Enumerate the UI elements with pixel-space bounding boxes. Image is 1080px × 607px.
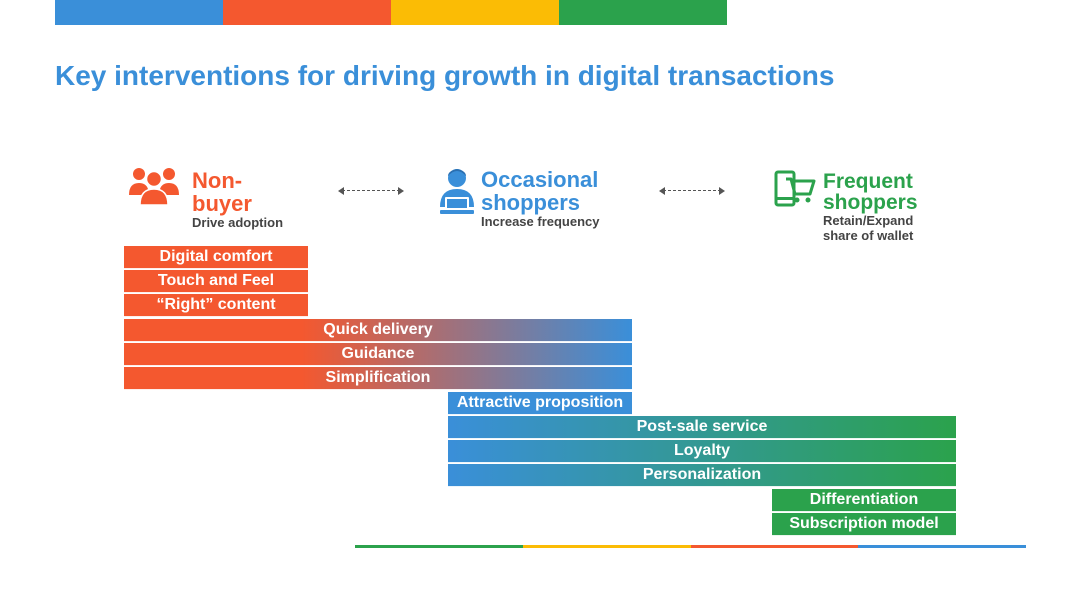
segment-name-line1: Occasional bbox=[481, 167, 599, 192]
segment-name-line2: shoppers bbox=[481, 190, 581, 215]
top-bar-yellow bbox=[391, 0, 559, 25]
intervention-digital-comfort: Digital comfort bbox=[124, 246, 308, 269]
bottom-bar-blue bbox=[858, 545, 1026, 548]
segment-frequent-shoppers: Frequent shoppers Retain/Expand share of… bbox=[823, 171, 918, 243]
bottom-bar-red bbox=[690, 545, 859, 548]
intervention-loyalty: Loyalty bbox=[448, 440, 956, 463]
intervention-differentiation: Differentiation bbox=[772, 489, 956, 512]
segment-occasional-shoppers: Occasional shoppers Increase frequency bbox=[481, 168, 600, 229]
double-arrow-left bbox=[338, 186, 404, 196]
intervention-subscription-model: Subscription model bbox=[772, 513, 956, 536]
segment-name-line2: shoppers bbox=[823, 191, 918, 214]
intervention-quick-delivery: Quick delivery bbox=[124, 319, 632, 342]
bottom-color-bar bbox=[355, 545, 1026, 548]
double-arrow-right bbox=[659, 186, 725, 196]
segment-name-line1: Frequent bbox=[823, 170, 913, 193]
segment-subtitle-line2: share of wallet bbox=[823, 228, 914, 243]
page-title: Key interventions for driving growth in … bbox=[55, 60, 835, 91]
shopping-cart-icon bbox=[774, 170, 816, 213]
segment-name-line2: buyer bbox=[192, 191, 252, 216]
intervention-post-sale-service: Post-sale service bbox=[448, 416, 956, 439]
intervention-attractive-proposition: Attractive proposition bbox=[448, 392, 632, 415]
segment-subtitle: Drive adoption bbox=[192, 215, 284, 230]
segment-name-line1: Non- bbox=[192, 168, 243, 193]
top-bar-red bbox=[223, 0, 391, 25]
intervention-personalization: Personalization bbox=[448, 464, 956, 487]
person-laptop-icon bbox=[438, 167, 476, 220]
segment-non-buyer: Non- buyer Drive adoption bbox=[192, 169, 283, 230]
top-color-bar bbox=[55, 0, 727, 25]
intervention-right-content: “Right” content bbox=[124, 294, 308, 317]
bottom-bar-yellow bbox=[522, 545, 691, 548]
bottom-bar-green bbox=[355, 545, 523, 548]
top-bar-green bbox=[559, 0, 727, 25]
segment-subtitle: Retain/Expand bbox=[823, 213, 914, 228]
intervention-touch-and-feel: Touch and Feel bbox=[124, 270, 308, 293]
top-bar-blue bbox=[55, 0, 223, 25]
intervention-simplification: Simplification bbox=[124, 367, 632, 390]
people-icon bbox=[128, 165, 180, 210]
segment-subtitle: Increase frequency bbox=[481, 214, 600, 229]
intervention-guidance: Guidance bbox=[124, 343, 632, 366]
